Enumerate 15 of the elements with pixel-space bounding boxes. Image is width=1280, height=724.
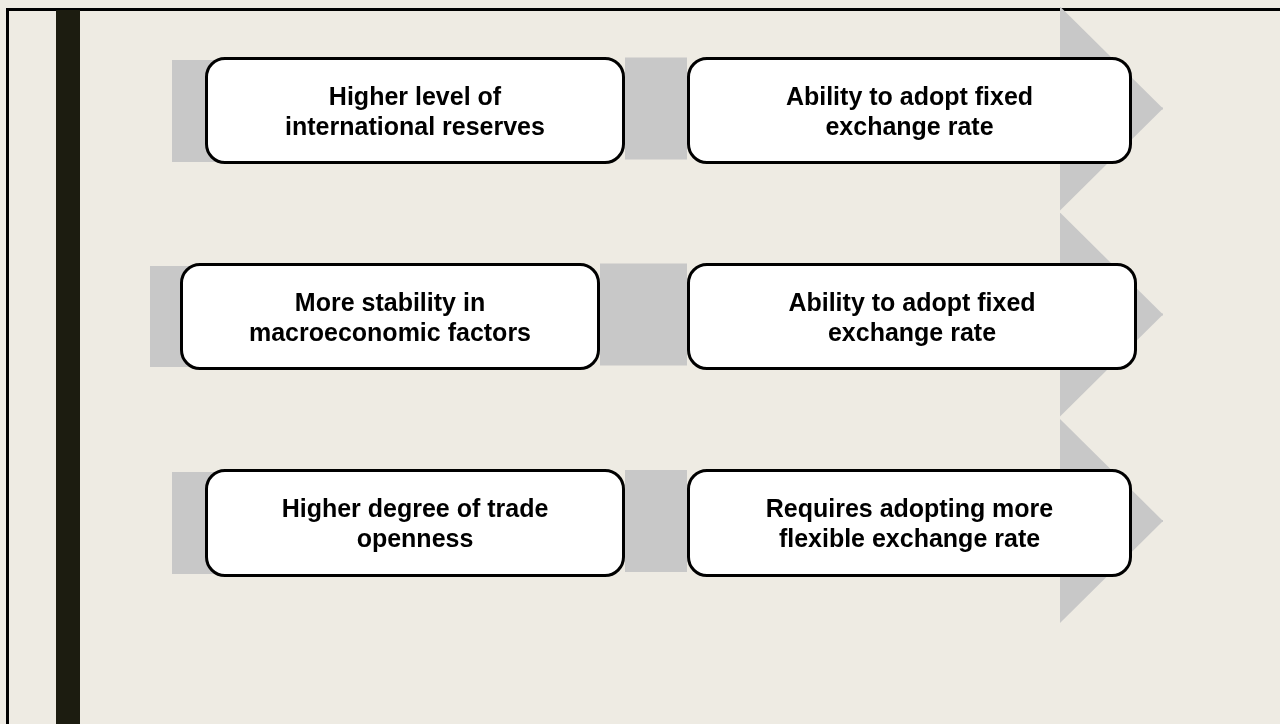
box-text: Higher level of international reserves — [284, 80, 546, 141]
box-text: More stability in macroeconomic factors — [247, 286, 532, 347]
rounded-box — [180, 263, 600, 370]
box-text: Ability to adopt fixed exchange rate — [787, 286, 1037, 347]
block-arrow — [1060, 6, 1164, 211]
rounded-box — [205, 469, 625, 577]
box-text: Higher degree of trade openness — [280, 493, 550, 553]
rounded-box — [687, 469, 1132, 577]
rounded-box — [205, 57, 625, 164]
block-arrow — [1060, 212, 1164, 417]
box-text: Ability to adopt fixed exchange rate — [784, 80, 1035, 141]
box-text: Requires adopting more flexible exchange rate — [764, 493, 1055, 553]
rounded-box — [687, 57, 1132, 164]
rounded-box — [687, 263, 1137, 370]
block-arrow — [1060, 419, 1164, 623]
